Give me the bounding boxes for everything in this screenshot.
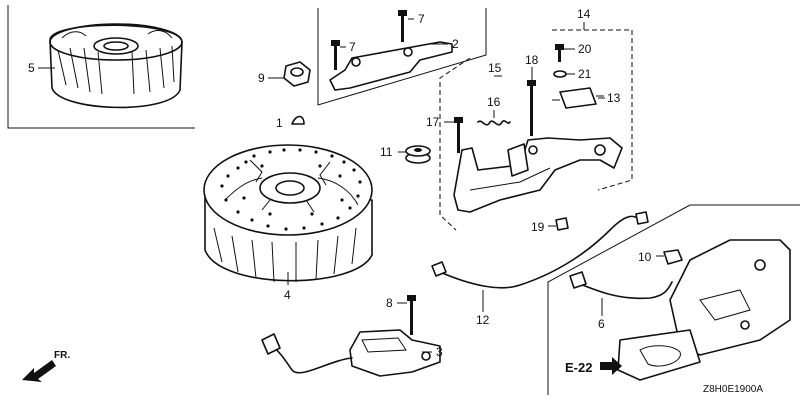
- grommet: [405, 145, 431, 164]
- front-arrow-icon: [22, 360, 56, 382]
- callout-11: 11: [380, 145, 393, 159]
- section-ref-arrow-icon: [600, 357, 622, 375]
- return-spring: [477, 120, 511, 126]
- guard-plate: [329, 41, 453, 91]
- ground-wire: [569, 271, 673, 300]
- wire-clip: [555, 217, 569, 231]
- switch-13: [552, 87, 604, 109]
- front-label: FR.: [54, 350, 70, 361]
- bolt-7-upper: [398, 10, 407, 42]
- clip-10: [663, 249, 683, 265]
- flywheel-inset: [49, 23, 183, 109]
- callout-7-left: 7: [349, 40, 356, 54]
- inset-frame-engine: [547, 204, 800, 395]
- governor-arm: [453, 137, 623, 213]
- washer-21: [553, 70, 567, 78]
- assembly-frame-governor: [552, 29, 633, 191]
- section-reference: E-22: [565, 357, 622, 375]
- callout-10: 10: [638, 250, 652, 264]
- assembly-frame-governor-lower: [439, 57, 471, 231]
- stop-wire: [431, 211, 649, 289]
- flywheel-cooling-holes: [220, 148, 362, 231]
- bolt-8: [407, 295, 416, 335]
- inset-frame-flywheel: [7, 5, 195, 129]
- callout-8: 8: [386, 296, 393, 310]
- engine-side-panel: [617, 239, 791, 381]
- bolt-18: [527, 80, 536, 136]
- callout-18: 18: [525, 53, 539, 67]
- callout-6: 6: [598, 317, 605, 331]
- callout-1: 1: [276, 116, 283, 130]
- callout-12: 12: [476, 313, 490, 327]
- flywheel: [203, 144, 373, 283]
- inset-frame-guard: [317, 8, 487, 106]
- callout-9: 9: [258, 71, 265, 85]
- callout-5: 5: [28, 61, 35, 75]
- callout-17: 17: [426, 115, 440, 129]
- callout-2: 2: [452, 37, 459, 51]
- callout-14: 14: [577, 7, 591, 21]
- diagram-code: Z8H0E1900A: [703, 384, 763, 395]
- callout-20: 20: [578, 42, 592, 56]
- callout-21: 21: [578, 67, 592, 81]
- callout-15: 15: [488, 61, 502, 75]
- callout-19: 19: [531, 220, 545, 234]
- callout-3: 3: [436, 345, 443, 359]
- section-ref-label: E-22: [565, 360, 592, 375]
- callout-4: 4: [284, 288, 291, 302]
- front-arrow: FR.: [22, 350, 70, 382]
- bolt-7-left: [331, 40, 340, 70]
- ignition-coil: [261, 329, 441, 377]
- callout-7-upper: 7: [418, 12, 425, 26]
- flange-nut: [283, 61, 311, 87]
- callout-16: 16: [487, 95, 501, 109]
- screw-20: [555, 44, 564, 62]
- bolt-17: [454, 117, 463, 153]
- woodruff-key: [291, 115, 305, 125]
- leader-lines: [38, 18, 664, 353]
- callout-13: 13: [607, 91, 621, 105]
